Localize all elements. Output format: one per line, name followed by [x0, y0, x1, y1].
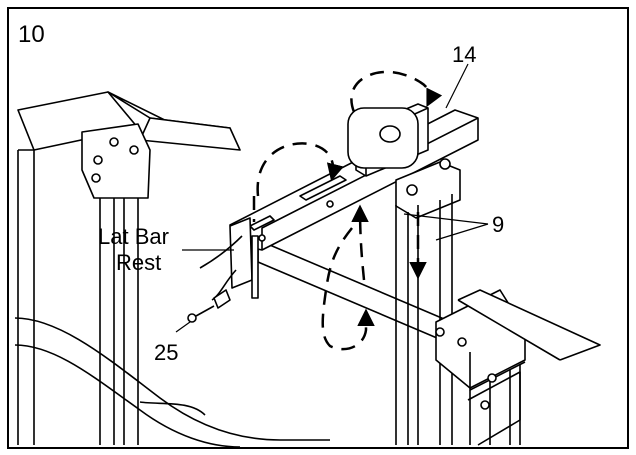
lat-bar-rest-pin	[251, 235, 259, 299]
label-part-9: 9	[492, 212, 504, 237]
part-25-shaft	[195, 305, 215, 317]
right-bolt-1	[435, 327, 445, 337]
right-lower-tube	[457, 289, 601, 361]
routing-arrow-top	[350, 70, 443, 113]
routing-arrow-lower	[321, 227, 375, 351]
bar-slot-2	[249, 215, 275, 231]
part-9-uprights	[395, 194, 453, 445]
left-gusset-plate	[81, 123, 151, 199]
part-25-bolt	[187, 313, 197, 323]
bar-end-bolt	[258, 234, 266, 242]
step-number: 10	[18, 21, 45, 48]
routing-arrow-left	[256, 142, 344, 197]
routing-arrow-up	[351, 204, 369, 281]
bottom-bar-bend	[139, 401, 206, 416]
bottom-bar-bottom	[14, 344, 241, 448]
lat-bar-rest-bracket	[229, 217, 253, 289]
bar-slot-1	[299, 175, 347, 201]
left-bolt-2	[129, 145, 139, 155]
label-lat-bar-line2: Rest	[116, 250, 161, 275]
bottom-bar-top	[14, 317, 330, 441]
upright-bolt-2	[439, 158, 451, 170]
left-uprights	[99, 198, 139, 445]
left-cross-tube-side	[139, 117, 241, 151]
bar-bolt	[326, 200, 334, 208]
leader-9a	[403, 213, 489, 225]
part-25-knob	[213, 289, 231, 309]
leader-25	[175, 321, 191, 333]
label-part-25: 25	[154, 340, 178, 365]
right-lower-plate	[467, 371, 521, 446]
pulley-hub	[379, 125, 401, 143]
leader-lines	[175, 63, 489, 333]
left-bolt-4	[109, 137, 119, 147]
upright-bolt-1	[406, 184, 418, 196]
left-bolt-1	[93, 155, 103, 165]
right-lower-uprights	[469, 364, 521, 445]
leader-9b	[435, 223, 489, 241]
leader-14	[445, 63, 469, 109]
frame-lines	[14, 91, 601, 448]
right-bolt-3	[487, 373, 497, 383]
cable-routing	[252, 70, 443, 351]
right-bolt-2	[457, 337, 467, 347]
diagram-border	[7, 7, 629, 449]
label-part-14: 14	[452, 42, 476, 67]
label-lat-bar-line1: Lat Bar	[98, 224, 169, 249]
left-rear-upright	[17, 149, 35, 445]
left-bolt-3	[91, 173, 101, 183]
lower-bolt	[480, 400, 490, 410]
